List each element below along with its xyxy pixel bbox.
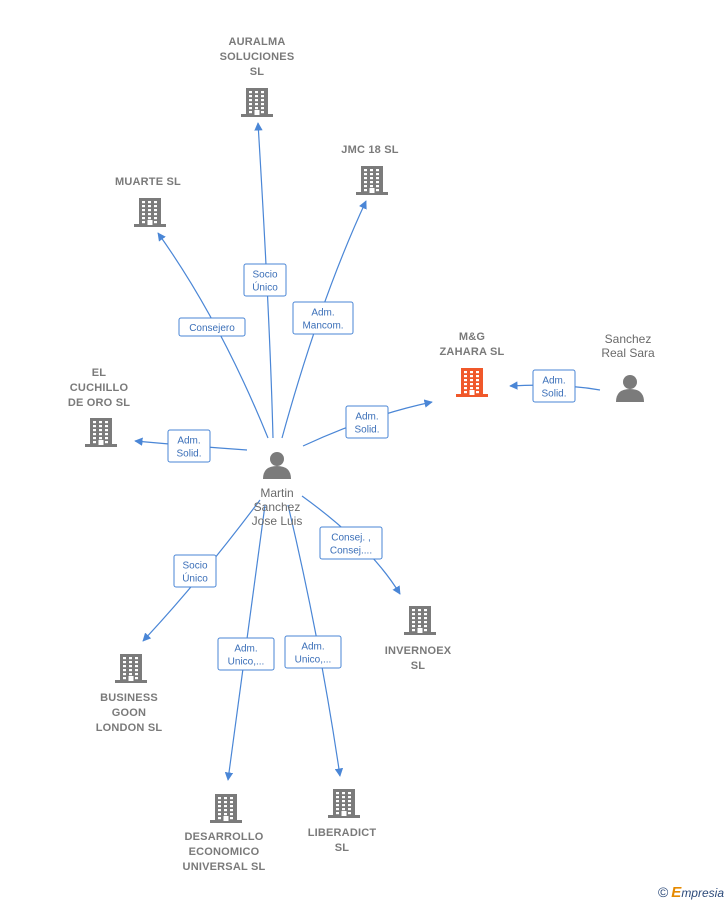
node-label-line: M&G	[459, 331, 485, 343]
node-liberadict[interactable]: LIBERADICT SL	[308, 789, 377, 854]
building-icon	[356, 166, 388, 195]
building-icon	[85, 418, 117, 447]
edge-label-text: Consejero	[189, 323, 235, 334]
edge-label-text: Adm.	[234, 644, 257, 655]
node-label-line: Sanchez	[605, 332, 652, 346]
node-muarte[interactable]: MUARTE SL	[115, 176, 181, 227]
node-mgzahara[interactable]: M&G ZAHARA SL	[440, 331, 505, 397]
edge-label-box	[217, 637, 275, 671]
node-auralma[interactable]: AURALMA SOLUCIONES SL	[220, 36, 295, 117]
node-label-line: SL	[335, 842, 350, 854]
brand-initial: E	[671, 884, 682, 901]
edge-label-text: Adm.	[355, 412, 378, 423]
node-label-line: CUCHILLO	[70, 382, 129, 394]
edge-label-text: Solid.	[176, 449, 201, 460]
node-label-line: BUSINESS	[100, 692, 158, 704]
node-label-line: GOON	[112, 707, 146, 719]
edge-label-text: Consej. ,	[331, 533, 370, 544]
building-icon	[328, 789, 360, 818]
edge-label-text: Socio	[252, 270, 277, 281]
building-icon	[456, 368, 488, 397]
node-business[interactable]: BUSINESS GOON LONDON SL	[96, 654, 163, 734]
building-icon	[115, 654, 147, 683]
edge-label-text: Solid.	[541, 389, 566, 400]
node-label-line: ECONOMICO	[189, 846, 260, 858]
edge-label-text: Único	[252, 281, 278, 294]
node-label-line: UNIVERSAL SL	[183, 861, 266, 873]
edge-label-box	[532, 369, 576, 403]
building-icon	[134, 198, 166, 227]
node-label-line: Jose Luis	[252, 514, 303, 528]
node-label-line: LIBERADICT	[308, 827, 377, 839]
edge-label-text: Unico,...	[295, 655, 332, 666]
node-label-line: JMC 18 SL	[341, 144, 399, 156]
node-label-line: SL	[250, 66, 265, 78]
edge-label-desarrollo[interactable]: Adm. Unico,...	[217, 637, 275, 671]
edge-label-invernoex[interactable]: Consej. , Consej....	[319, 526, 383, 560]
node-cuchillo[interactable]: EL CUCHILLO DE ORO SL	[68, 367, 130, 447]
building-icon	[210, 794, 242, 823]
edge-label-box	[173, 554, 217, 588]
edge-label-box	[243, 263, 287, 297]
relationship-edge-auralma	[254, 122, 274, 439]
edge-label-text: Adm.	[311, 308, 334, 319]
edge-label-text: Solid.	[354, 425, 379, 436]
edge-label-muarte[interactable]: Consejero	[178, 317, 246, 337]
edge-label-box	[319, 526, 383, 560]
node-label-line: Sanchez	[254, 500, 301, 514]
edge-label-box	[284, 635, 342, 669]
node-label-line: Real Sara	[601, 346, 655, 360]
node-label-line: Martin	[260, 486, 293, 500]
node-invernoex[interactable]: INVERNOEX SL	[385, 606, 452, 672]
edge-label-mgzahara[interactable]: Adm. Solid.	[532, 369, 576, 403]
person-icon	[616, 375, 644, 402]
node-label-line: LONDON SL	[96, 722, 163, 734]
edge-label-text: Adm.	[301, 642, 324, 653]
footer-brand: ©Empresia	[658, 884, 724, 901]
edge-label-box	[292, 301, 354, 335]
person-icon	[263, 452, 291, 479]
node-label-line: INVERNOEX	[385, 645, 452, 657]
node-label-line: SOLUCIONES	[220, 51, 295, 63]
edge-label-text: Unico,...	[228, 657, 265, 668]
copyright-symbol: ©	[657, 884, 669, 900]
node-label-line: SL	[411, 660, 426, 672]
edge-label-text: Socio	[182, 561, 207, 572]
edge-label-box	[345, 405, 389, 439]
brand-name: mpresia	[681, 886, 724, 900]
edge-label-text: Mancom.	[302, 321, 343, 332]
node-label-line: DE ORO SL	[68, 397, 130, 409]
edge-label-text: Adm.	[177, 436, 200, 447]
edge-label-cuchillo[interactable]: Adm. Solid.	[167, 429, 211, 463]
building-icon	[404, 606, 436, 635]
node-label-line: MUARTE SL	[115, 176, 181, 188]
edge-label-box	[167, 429, 211, 463]
edge-label-jmc18[interactable]: Adm. Mancom.	[292, 301, 354, 335]
edge-label-text: Único	[182, 572, 208, 585]
node-desarrollo[interactable]: DESARROLLO ECONOMICO UNIVERSAL SL	[183, 794, 266, 873]
edge-label-box	[178, 317, 246, 337]
edge-label-mgzahara[interactable]: Adm. Solid.	[345, 405, 389, 439]
node-label-line: EL	[92, 367, 107, 379]
edge-label-text: Consej....	[330, 546, 372, 557]
node-jmc18[interactable]: JMC 18 SL	[341, 144, 399, 195]
edge-label-liberadict[interactable]: Adm. Unico,...	[284, 635, 342, 669]
node-label-line: ZAHARA SL	[440, 346, 505, 358]
node-label-line: DESARROLLO	[185, 831, 264, 843]
edge-label-text: Adm.	[542, 376, 565, 387]
node-label-line: AURALMA	[228, 36, 285, 48]
building-icon	[241, 88, 273, 117]
